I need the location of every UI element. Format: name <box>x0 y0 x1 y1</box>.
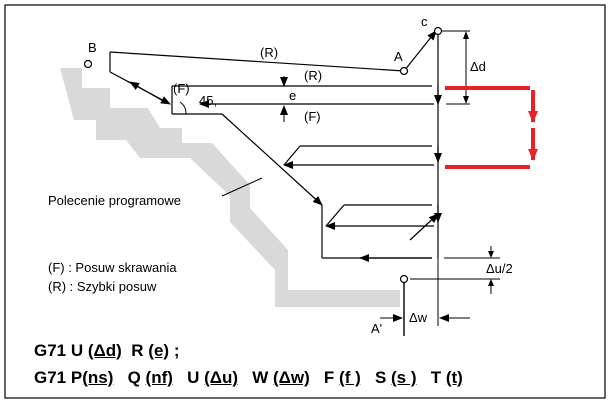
angle-arc <box>179 101 187 115</box>
label-rapid-top: (R) <box>260 45 278 60</box>
point-b-marker <box>83 59 93 69</box>
code2-f-arg: (f ) <box>339 368 361 387</box>
delta-d-arrow-bottom <box>463 96 469 104</box>
code2-t-arg: (t) <box>445 368 463 387</box>
label-feed-f-low: (F) <box>304 109 321 124</box>
code2-w-arg: (Δw) <box>272 368 310 387</box>
delta-d-arrow-top <box>463 31 469 39</box>
finish-arrow-left <box>129 81 166 103</box>
code-u-arg: (Δd) <box>87 341 122 360</box>
code2-p: P <box>70 368 83 387</box>
point-a-prime-marker <box>399 274 409 284</box>
label-a-prime: A' <box>371 321 382 336</box>
code2-p-arg: (ns) <box>82 368 114 387</box>
code2-f: F <box>323 368 335 387</box>
code2-s-arg: (s ) <box>391 368 417 387</box>
label-rapid-mid: (R) <box>304 68 322 83</box>
code2-q: Q <box>127 368 141 387</box>
pass3-small-arrow <box>409 213 439 241</box>
approach-line <box>403 30 437 72</box>
code2-t: T <box>430 368 442 387</box>
label-delta-d: Δd <box>470 59 486 74</box>
program-pointer <box>221 177 263 197</box>
code2-s: S <box>374 368 387 387</box>
code2-u: U <box>187 368 200 387</box>
code-g71: G71 <box>34 341 67 360</box>
label-c: c <box>421 14 428 29</box>
code-u: U <box>70 341 84 360</box>
code-end: ; <box>173 341 180 360</box>
label-a: A <box>394 49 403 64</box>
label-b: B <box>88 40 97 55</box>
label-delta-u2: Δu/2 <box>486 261 513 276</box>
label-delta-w: Δw <box>409 310 428 325</box>
code-line-2: G71 P(ns) Q (nf) U (Δu) W (Δw) F (f ) S … <box>34 368 463 388</box>
code2-g71: G71 <box>34 368 67 387</box>
code2-w: W <box>252 368 269 387</box>
code2-q-arg: (nf) <box>145 368 173 387</box>
label-angle: 45, <box>199 93 217 108</box>
label-e: e <box>289 88 296 103</box>
code-r: R <box>131 341 144 360</box>
finish-contour-b <box>221 113 323 206</box>
delta-u-arrow-top <box>488 251 494 258</box>
pass3-retract <box>325 204 345 227</box>
workpiece-profile <box>60 68 400 307</box>
code-r-arg: (e) <box>148 341 170 360</box>
label-program-command: Polecenie programowe <box>48 193 181 208</box>
rapid-line-top <box>109 51 405 72</box>
label-feed-f: (F) <box>173 81 190 96</box>
legend-rapid: (R) : Szybki posuw <box>48 279 157 294</box>
code2-u-arg: (Δu) <box>204 368 239 387</box>
pass2-retract <box>283 145 301 166</box>
point-c-marker <box>433 26 443 36</box>
delta-u-arrow-bottom <box>488 279 494 286</box>
legend-feed: (F) : Posuw skrawania <box>48 260 177 275</box>
outer-frame <box>4 4 606 399</box>
point-a-marker <box>399 66 409 76</box>
code-line-1: G71 U (Δd) R (e) ; <box>34 341 179 361</box>
